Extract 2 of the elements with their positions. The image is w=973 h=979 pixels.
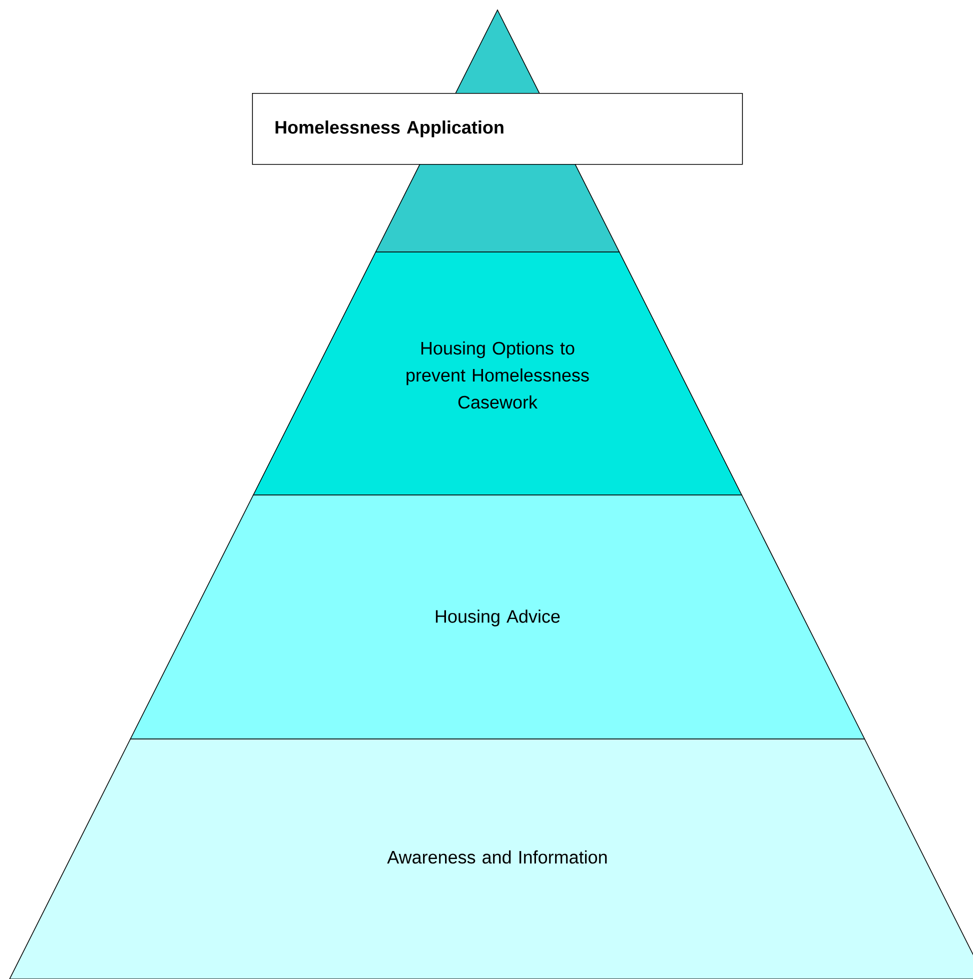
pyramid-level: Housing Options to prevent Homelessness Casework <box>252 252 742 496</box>
title-box: Homelessness Application <box>252 93 743 165</box>
